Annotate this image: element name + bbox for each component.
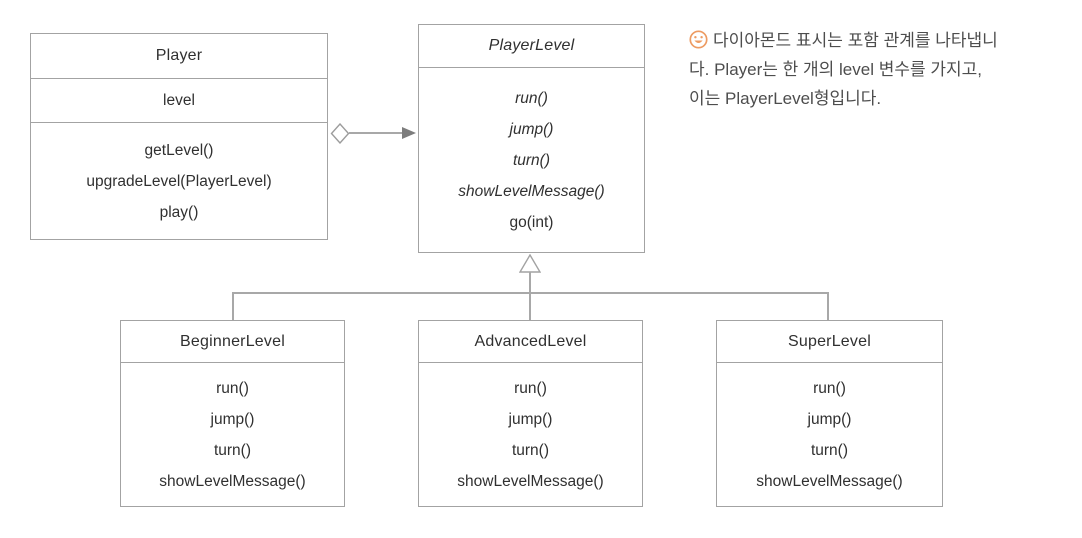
method-showlevelmessage: showLevelMessage() xyxy=(458,182,605,200)
method-upgradelevel: upgradeLevel(PlayerLevel) xyxy=(86,172,272,190)
method-turn: turn() xyxy=(213,441,252,459)
smiley-icon xyxy=(689,30,708,49)
inheritance-line-right xyxy=(827,292,829,320)
method-showlevelmessage: showLevelMessage() xyxy=(457,472,604,490)
method-jump: jump() xyxy=(508,410,553,428)
inheritance-line-center xyxy=(529,272,531,320)
class-name-superlevel: SuperLevel xyxy=(717,321,942,363)
method-showlevelmessage: showLevelMessage() xyxy=(756,472,903,490)
aggregation-diamond-icon xyxy=(330,123,350,144)
note-line-3: 이는 PlayerLevel형입니다. xyxy=(689,89,882,108)
class-box-superlevel: SuperLevel run() jump() turn() showLevel… xyxy=(716,320,943,507)
method-play: play() xyxy=(159,203,199,221)
class-name-player: Player xyxy=(31,34,327,79)
class-name-playerlevel: PlayerLevel xyxy=(419,25,644,68)
method-run: run() xyxy=(515,89,548,107)
method-turn: turn() xyxy=(512,151,551,169)
method-run: run() xyxy=(514,379,547,397)
note-line-2: 다. Player는 한 개의 level 변수를 가지고, xyxy=(689,60,982,79)
inheritance-triangle-icon xyxy=(519,254,541,273)
method-turn: turn() xyxy=(511,441,550,459)
player-fields-section: level xyxy=(31,79,327,123)
class-box-advancedlevel: AdvancedLevel run() jump() turn() showLe… xyxy=(418,320,643,507)
method-go: go(int) xyxy=(509,213,554,231)
superlevel-methods-section: run() jump() turn() showLevelMessage() xyxy=(717,363,942,506)
playerlevel-methods-section: run() jump() turn() showLevelMessage() g… xyxy=(419,68,644,252)
note-line-1: 다이아몬드 표시는 포함 관계를 나타냅니 xyxy=(689,26,1081,55)
method-getlevel: getLevel() xyxy=(144,141,214,159)
class-name-beginnerlevel: BeginnerLevel xyxy=(121,321,344,363)
method-turn: turn() xyxy=(810,441,849,459)
method-run: run() xyxy=(216,379,249,397)
class-name-advancedlevel: AdvancedLevel xyxy=(419,321,642,363)
method-jump: jump() xyxy=(807,410,852,428)
method-jump: jump() xyxy=(210,410,255,428)
beginnerlevel-methods-section: run() jump() turn() showLevelMessage() xyxy=(121,363,344,506)
inheritance-crossbar xyxy=(232,292,828,294)
note-text-1: 다이아몬드 표시는 포함 관계를 나타냅니 xyxy=(713,31,998,50)
method-jump: jump() xyxy=(509,120,554,138)
class-box-beginnerlevel: BeginnerLevel run() jump() turn() showLe… xyxy=(120,320,345,507)
inheritance-line-left xyxy=(232,292,234,320)
aggregation-line xyxy=(349,132,404,134)
arrowhead-right-icon xyxy=(402,127,416,139)
annotation-note: 다이아몬드 표시는 포함 관계를 나타냅니 다. Player는 한 개의 le… xyxy=(689,26,1081,113)
advancedlevel-methods-section: run() jump() turn() showLevelMessage() xyxy=(419,363,642,506)
method-run: run() xyxy=(813,379,846,397)
class-box-playerlevel: PlayerLevel run() jump() turn() showLeve… xyxy=(418,24,645,253)
method-showlevelmessage: showLevelMessage() xyxy=(159,472,306,490)
player-methods-section: getLevel() upgradeLevel(PlayerLevel) pla… xyxy=(31,123,327,239)
field-level: level xyxy=(163,92,195,109)
class-box-player: Player level getLevel() upgradeLevel(Pla… xyxy=(30,33,328,240)
